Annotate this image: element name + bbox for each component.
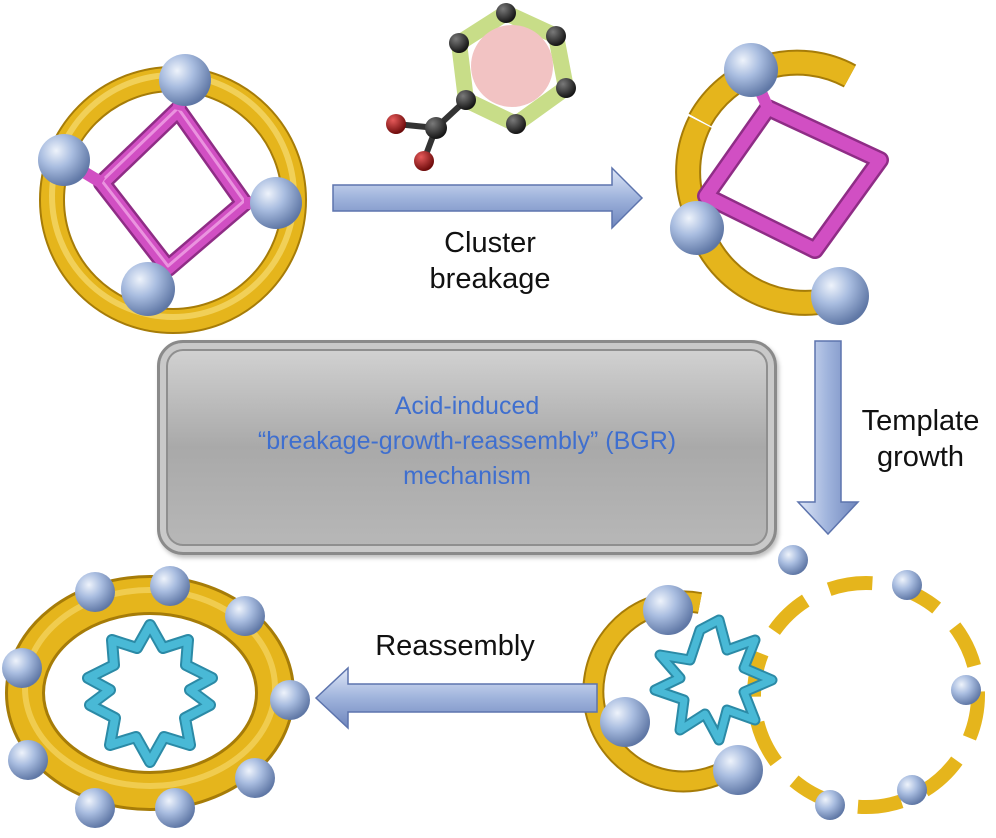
cluster-breakage-label: Cluster breakage: [400, 225, 580, 297]
mechanism-line-2: “breakage-growth-reassembly” (BGR): [257, 427, 677, 455]
template-growth-line-2: growth: [876, 441, 965, 473]
template-growth-label: Template growth: [845, 403, 996, 475]
template-growth-icon: [582, 545, 985, 820]
arrow-down-icon: [796, 340, 860, 536]
mechanism-line-3: mechanism: [403, 462, 531, 490]
broken-cluster-icon: [670, 43, 889, 325]
cluster-breakage-line-2: breakage: [429, 263, 551, 295]
mechanism-line-1: Acid-induced: [394, 392, 540, 420]
reassembled-ring-icon: [2, 566, 310, 828]
intact-cluster-icon: [38, 54, 307, 334]
reassembly-label: Reassembly: [375, 630, 535, 662]
mechanism-box: Acid-induced “breakage-growth-reassembly…: [157, 340, 777, 555]
cluster-breakage-line-1: Cluster: [444, 227, 536, 259]
mechanism-text: Acid-induced “breakage-growth-reassembly…: [160, 389, 774, 494]
template-growth-line-1: Template: [861, 405, 980, 437]
arrow-left-icon: [314, 666, 598, 730]
acid-molecule-icon: [386, 3, 576, 171]
arrow-right-icon: [332, 166, 644, 230]
